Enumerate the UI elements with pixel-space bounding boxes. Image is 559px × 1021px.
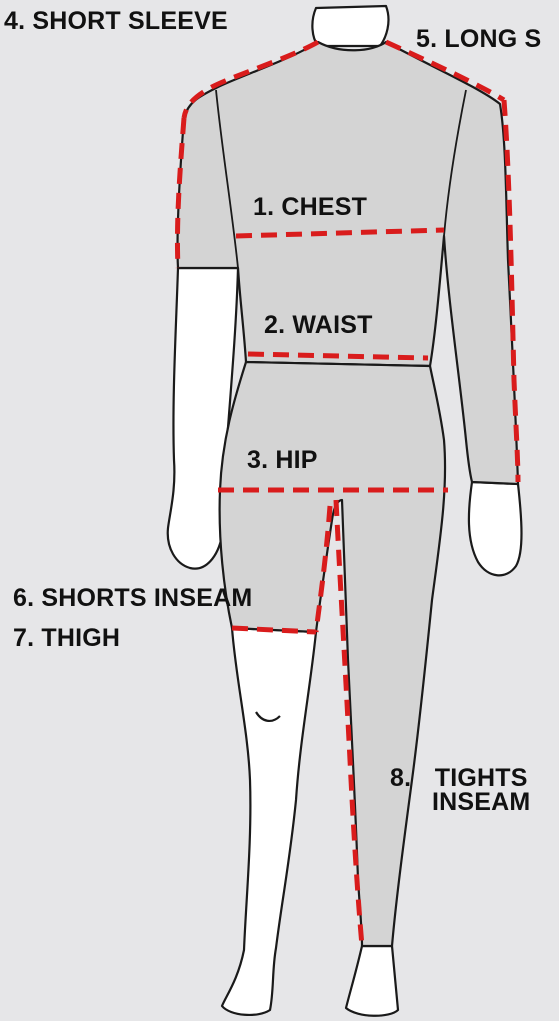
label-long-sleeve: 5. LONG S	[416, 27, 541, 52]
label-thigh: 7. THIGH	[13, 626, 120, 651]
label-hip: 3. HIP	[247, 448, 318, 473]
label-tights-line2: INSEAM	[432, 790, 530, 814]
right-foot	[346, 946, 398, 1016]
label-tights-line1: TIGHTS	[432, 766, 530, 790]
label-chest: 1. CHEST	[253, 195, 367, 220]
label-tights-number: 8.	[390, 766, 411, 791]
label-waist: 2. WAIST	[264, 313, 373, 338]
right-hand	[469, 482, 522, 575]
label-short-sleeve: 4. SHORT SLEEVE	[4, 9, 228, 34]
label-shorts-inseam: 6. SHORTS INSEAM	[13, 586, 252, 611]
label-tights-inseam: TIGHTS INSEAM	[432, 766, 530, 814]
neck	[312, 6, 388, 46]
left-lower-leg	[222, 628, 316, 1015]
